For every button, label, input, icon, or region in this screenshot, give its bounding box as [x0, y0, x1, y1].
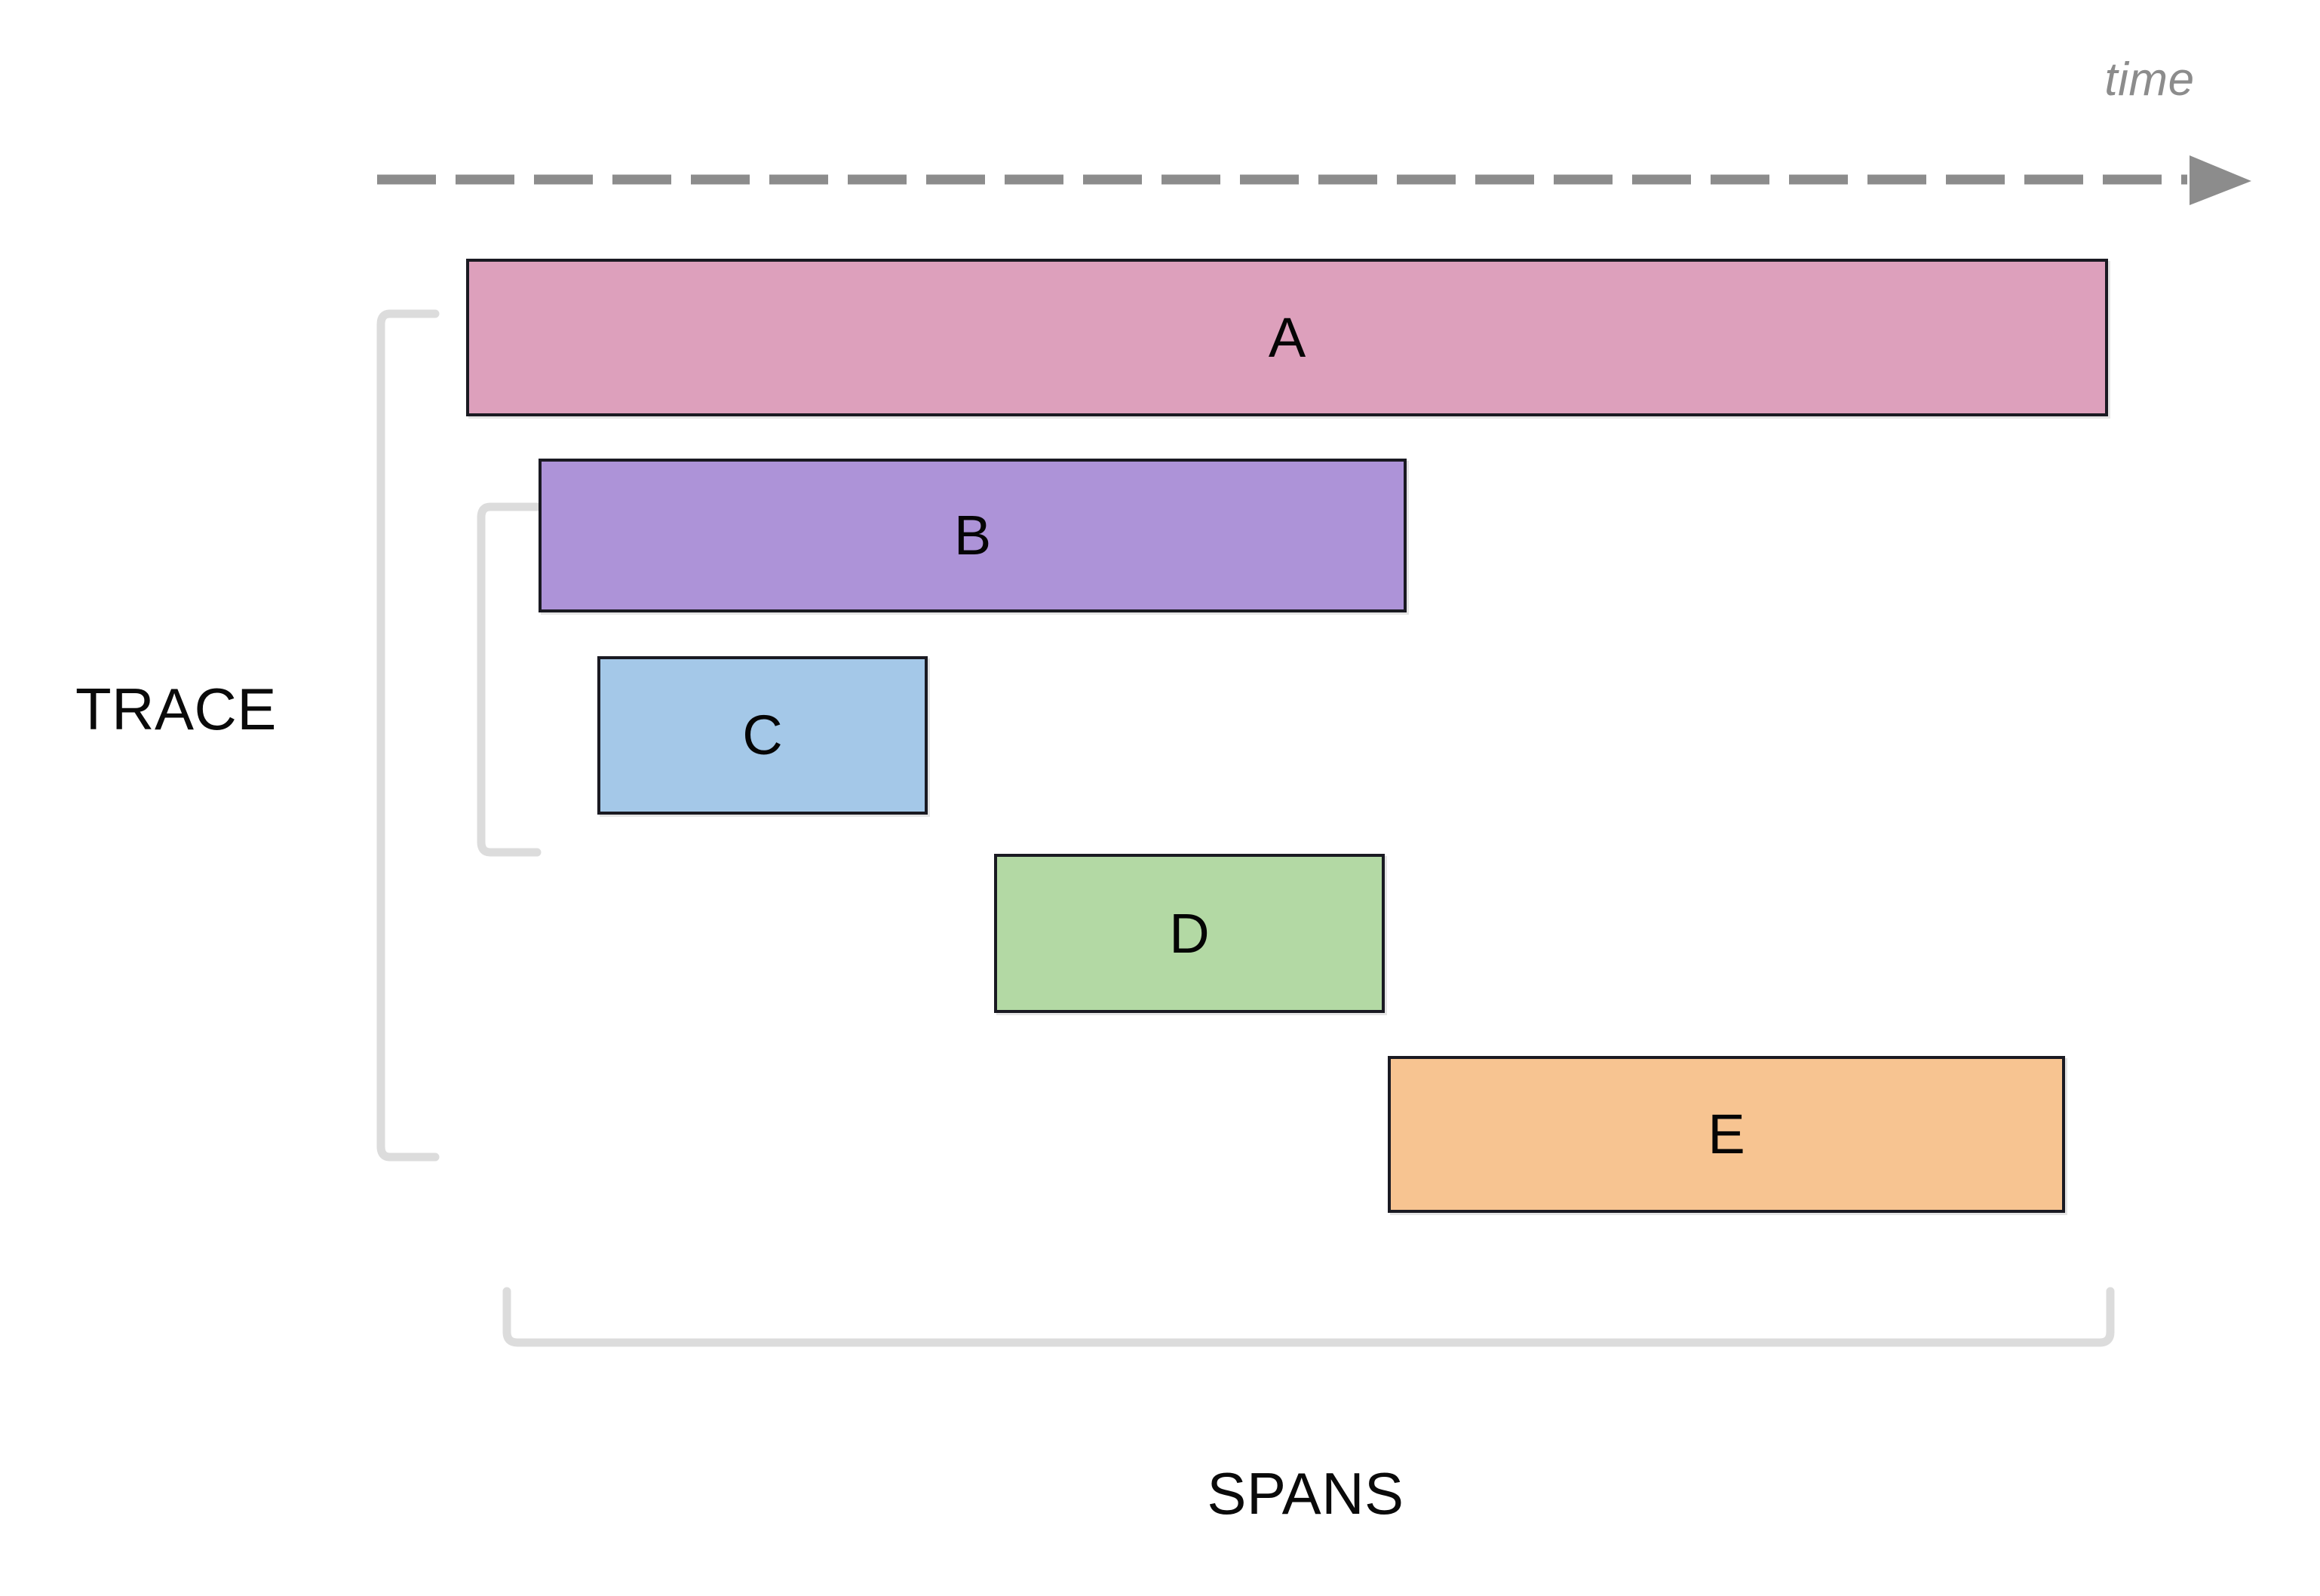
span-label-c: C	[742, 704, 783, 766]
span-bar-b[interactable]: B	[539, 459, 1407, 612]
span-label-e: E	[1708, 1103, 1745, 1165]
span-label-b: B	[953, 504, 992, 566]
spans-bracket-path	[502, 1287, 2115, 1347]
spans-title: SPANS	[1207, 1460, 1404, 1527]
spans-bracket	[502, 1287, 2115, 1347]
time-axis-arrowhead	[2190, 155, 2251, 205]
span-label-a: A	[1268, 305, 1306, 369]
trace-bracket-path	[376, 309, 440, 1162]
span-bar-a[interactable]: A	[466, 259, 2108, 416]
child-span-bracket-path	[477, 502, 542, 857]
span-label-d: D	[1169, 901, 1210, 965]
span-bar-e[interactable]: E	[1388, 1056, 2065, 1213]
child-span-bracket	[477, 502, 542, 857]
span-bar-c[interactable]: C	[597, 656, 928, 815]
time-axis-label: time	[2104, 54, 2195, 106]
span-bar-d[interactable]: D	[994, 854, 1385, 1013]
trace-bracket	[376, 309, 440, 1162]
trace-title: TRACE	[75, 676, 277, 742]
